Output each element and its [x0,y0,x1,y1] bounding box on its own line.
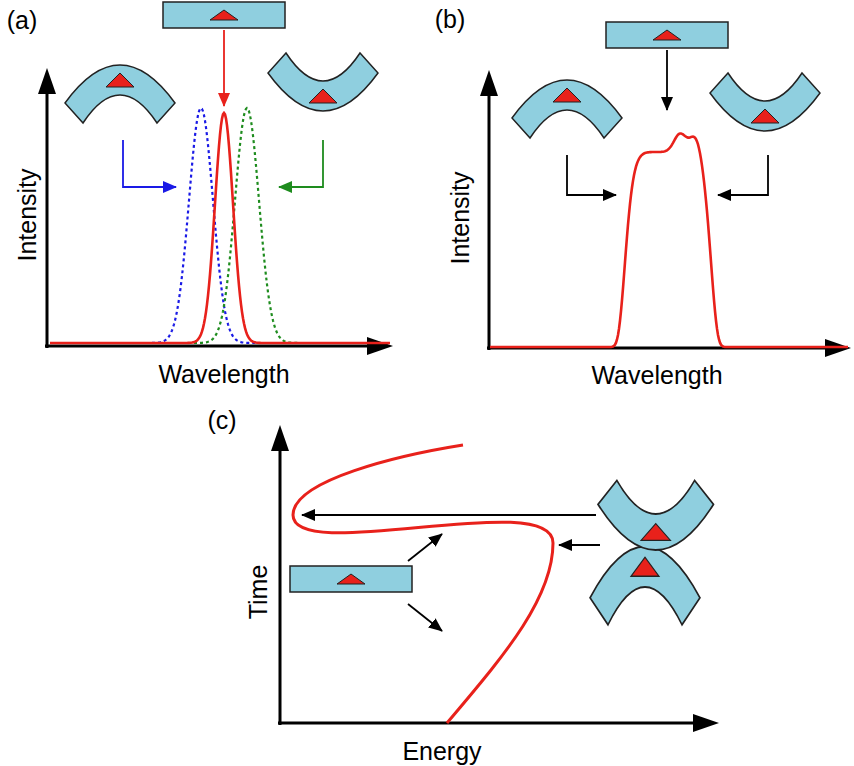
convex-film [512,80,622,138]
flat-film [163,2,285,28]
pointer-arrow [408,534,442,561]
axis-label: Wavelength [158,362,289,387]
concave-film [268,53,378,111]
pointer-arrow [408,604,442,631]
pointer-arrow [567,155,616,195]
panel-label: (c) [207,408,236,433]
axes-b [480,70,851,357]
pointer-arrow [718,155,768,195]
axis-label: Time [246,565,271,620]
spectrum-broadened [490,133,848,347]
pointer-arrow [559,544,600,546]
axis-label: Wavelength [591,363,722,388]
pointer-arrow [302,514,596,516]
concave-film [598,480,714,550]
spectrum-b [490,133,848,347]
pointer-arrow [223,30,225,106]
spectrum-concave [50,108,390,343]
pointer-arrow [123,140,176,187]
panel-label: (a) [7,8,38,33]
concave-film [710,73,820,131]
axes-c [271,425,719,732]
flat-film [606,22,728,48]
panel-label: (b) [435,7,466,32]
axis-label: Intensity [15,168,40,261]
spectra-a [50,108,390,343]
convex-film [65,65,175,123]
pointer-arrow [666,50,668,110]
flat-film [290,566,412,592]
convex-film [590,547,700,625]
spectrum-flat [50,113,390,343]
spectrum-convex [50,108,390,343]
pointer-arrow [279,140,323,187]
axis-label: Intensity [448,171,473,264]
axis-label: Energy [402,739,481,764]
